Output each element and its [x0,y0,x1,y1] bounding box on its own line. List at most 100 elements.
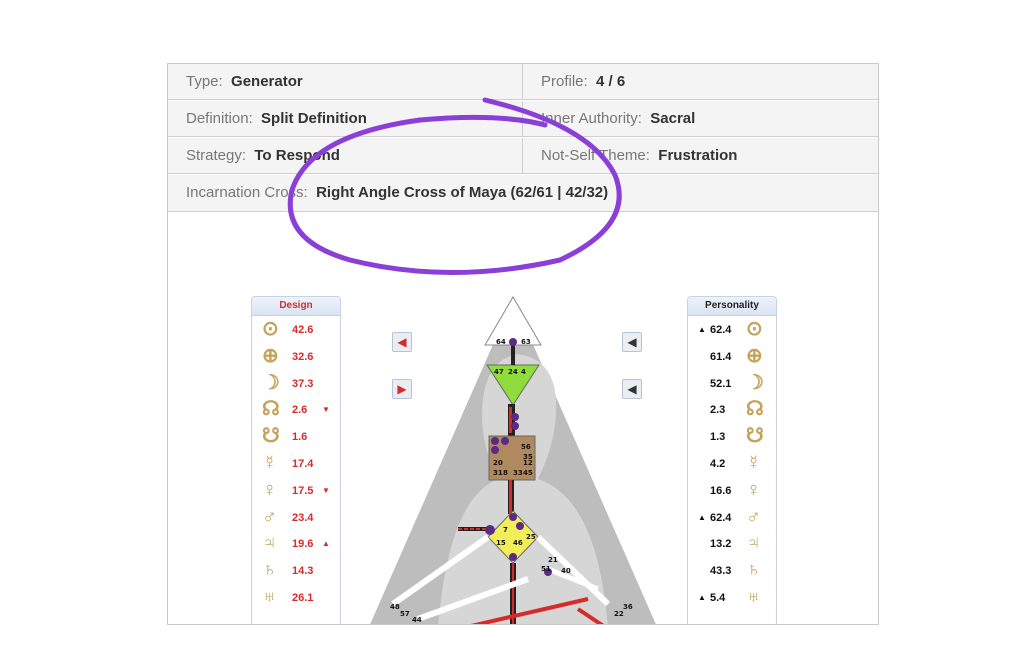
channel-spleen-heart [416,576,530,622]
gate-label-57: 57 [400,610,410,618]
channel-heart-solar [547,566,599,592]
gate-circle-17 [511,413,519,421]
head-silhouette [438,354,608,624]
personality-row: ♅ 5.4 ▲ [688,585,776,611]
column-divider [522,64,523,100]
channel-head-ajna [511,345,515,365]
design-arrow-right-button[interactable]: ▶ [392,379,412,399]
personality-gate-value: 43.3 [710,565,732,578]
notself-value: Frustration [658,147,738,164]
design-gate-value: 14.3 [292,565,314,578]
personality-row: ♀ 16.6 [688,478,776,504]
personality-row: ☿4.2 [688,451,776,477]
gate-label-8: 8 [503,469,508,477]
mars-icon: ♂ [262,505,277,528]
design-fixing-mark: ▲ [322,539,330,549]
gate-label-46: 46 [513,539,523,547]
personality-gate-value: 16.6 [710,484,732,497]
cross-cell: Incarnation Cross: Right Angle Cross of … [168,175,878,211]
gate-label-48: 48 [390,603,400,611]
head-center [484,296,542,346]
earth-icon: ⊕ [262,344,279,367]
gate-label-22: 22 [614,610,624,618]
sun-icon: ⊙ [262,318,279,340]
personality-fixing-mark: ▲ [698,593,706,602]
type-value: Generator [231,73,303,90]
gate-circle-23 [501,437,509,445]
personality-gate-value: 61.4 [710,350,732,363]
saturn-icon: ♄ [746,559,761,582]
gate-label-51: 51 [541,565,551,573]
channel-solar-red [576,607,605,624]
design-row: ⊕ 32.6 [252,344,340,370]
strategy-label: Strategy: [186,147,247,164]
mercury-icon: ☿ [262,452,277,474]
personality-gate-value: 1.3 [710,431,726,444]
personality-row: ☊2.3 [688,397,776,423]
personality-row: ☋1.3 [688,424,776,450]
gate-label-56: 56 [521,443,531,451]
design-gate-value: 17.5 [292,484,314,497]
personality-arrow-left-button[interactable]: ◀ [622,332,642,352]
uranus-icon: ♅ [746,586,761,608]
personality-gate-value: 52.1 [710,377,732,390]
uranus-icon: ♅ [262,586,277,608]
highlight-stroke [287,97,622,275]
definition-value: Split Definition [261,110,367,127]
personality-row: ☽52.1 [688,371,776,397]
profile-value: 4 / 6 [596,73,626,90]
moon-icon: ☽ [262,371,280,394]
design-row: ♀17.5▼ [252,478,340,504]
personality-gate-value: 5.4 [710,592,726,604]
column-divider [522,138,523,174]
gate-label-24: 24 [508,368,518,376]
cross-label: Incarnation Cross: [186,184,308,201]
gate-circle-1 [509,513,517,521]
gate-label-4: 4 [521,368,526,376]
authority-label: Inner Authority: [541,110,642,127]
gate-label-21: 21 [548,556,558,564]
gate-circle-2 [509,553,517,561]
gate-label-40: 40 [561,567,571,575]
gate-circle-10 [485,525,495,535]
notself-label: Not-Self Theme: [541,147,650,164]
design-gate-value: 42.6 [292,324,314,336]
gate-label-25: 25 [526,533,536,541]
north-node-icon: ☊ [746,398,764,421]
personality-gate-value: 62.4 [710,324,732,336]
design-row: ⊙ 42.6 [252,317,340,343]
gate-label-31: 31 [493,469,503,477]
gate-circle-16 [491,446,499,454]
personality-fixing-mark: ▲ [698,325,706,334]
gate-circle-43 [511,422,519,430]
gate-label-15: 15 [496,539,506,547]
gate-label-33: 33 [513,469,523,477]
definition-cell: Definition: Split Definition [168,101,522,137]
north-node-icon: ☊ [262,398,280,421]
design-gate-value: 37.3 [292,377,314,390]
south-node-icon: ☋ [262,425,280,448]
gate-label-47: 47 [494,368,504,376]
definition-label: Definition: [186,110,253,127]
personality-arrow-left-button-2[interactable]: ◀ [622,379,642,399]
authority-value: Sacral [650,110,696,127]
channel-g-solar [535,534,611,607]
saturn-icon: ♄ [262,559,277,582]
design-row: ☽ 37.3 [252,371,340,397]
design-row: ♅26.1 [252,585,340,611]
channel-lower-red [470,597,589,624]
venus-icon: ♀ [746,478,761,501]
gate-label-63: 63 [521,338,531,346]
personality-row: ⊕61.4 [688,344,776,370]
mercury-icon: ☿ [746,452,761,474]
gate-label-20: 20 [493,459,503,467]
design-row: ☿17.4 [252,451,340,477]
sun-icon: ⊙ [746,318,763,340]
gate-label-45: 45 [523,469,533,477]
cross-value: Right Angle Cross of Maya (62/61 | 42/32… [316,184,609,201]
design-arrow-left-button[interactable]: ◀ [392,332,412,352]
gate-label-36: 36 [623,603,633,611]
type-cell: Type: Generator [168,64,522,100]
design-gate-value: 32.6 [292,350,314,363]
type-label: Type: [186,73,223,90]
